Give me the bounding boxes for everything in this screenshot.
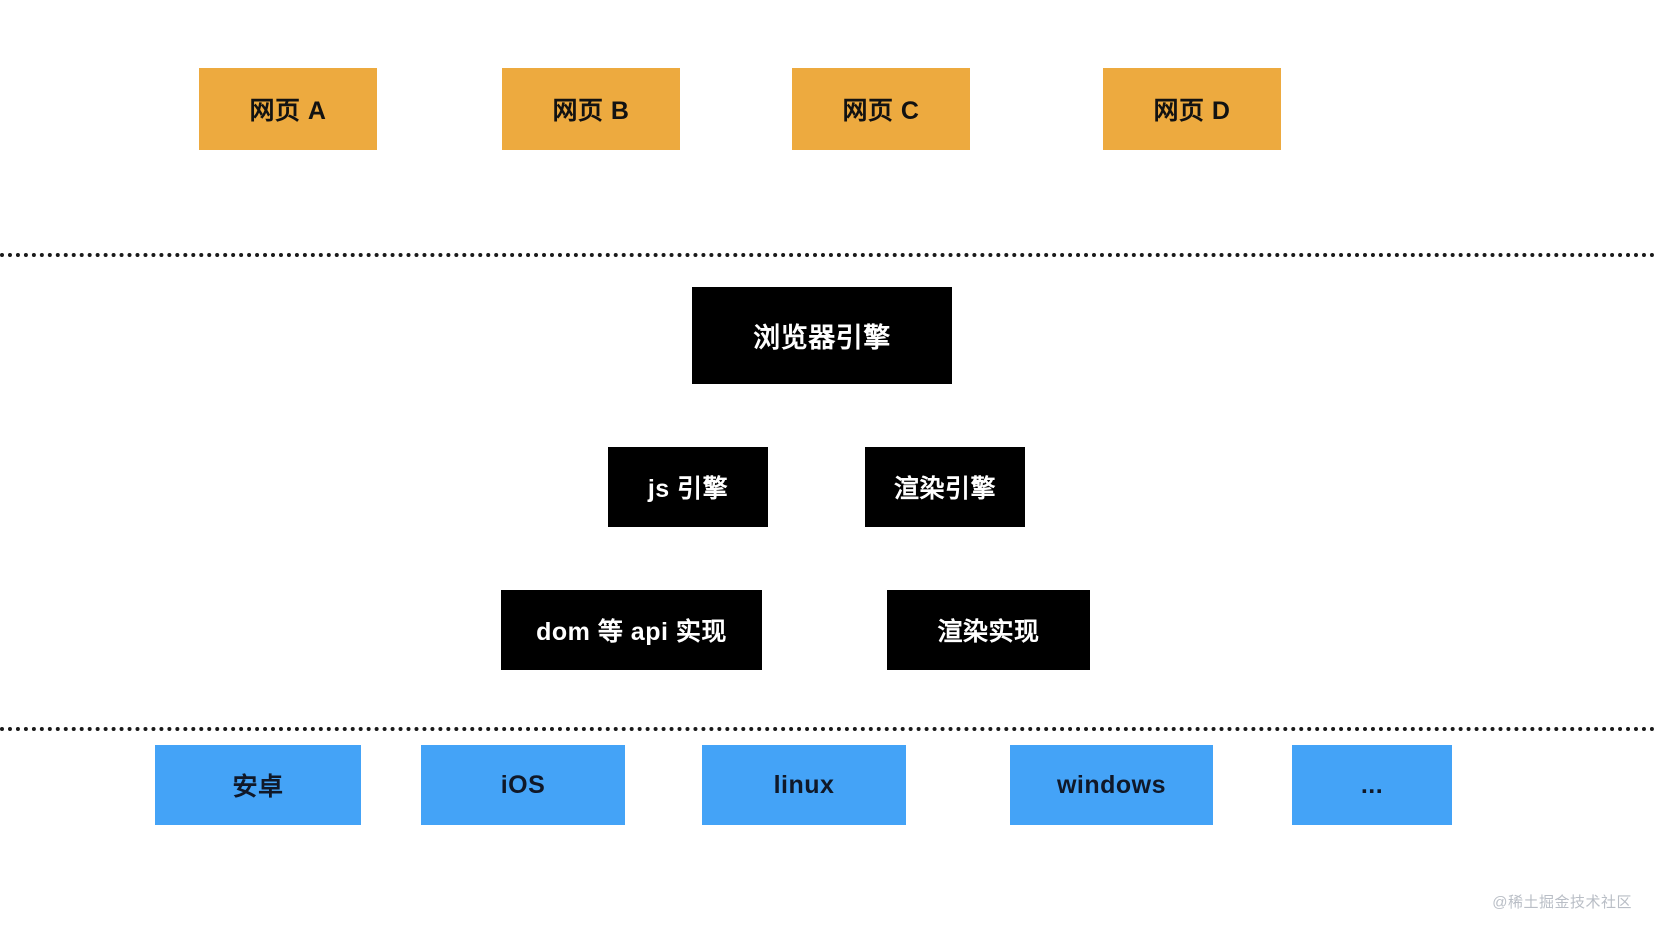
page-box-b: 网页 B: [502, 68, 680, 150]
os-box-ios-label: iOS: [500, 770, 546, 799]
os-box-android-label: 安卓: [232, 773, 284, 801]
os-box-ios: iOS: [421, 745, 625, 825]
page-box-c-label: 网页 C: [842, 97, 920, 125]
os-box-windows-label: windows: [1056, 770, 1167, 799]
pages-engine-divider: [0, 253, 1656, 257]
page-box-a-label: 网页 A: [249, 97, 327, 125]
render-impl-label: 渲染实现: [937, 618, 1040, 646]
js-engine-label: js 引擎: [647, 475, 729, 503]
os-box-more-label: ...: [1360, 770, 1384, 799]
page-box-d: 网页 D: [1103, 68, 1281, 150]
js-engine-box: js 引擎: [608, 447, 768, 527]
dom-api-impl-box: dom 等 api 实现: [501, 590, 762, 670]
engine-os-divider: [0, 727, 1656, 731]
os-box-linux: linux: [702, 745, 906, 825]
os-box-linux-label: linux: [773, 770, 835, 799]
page-box-b-label: 网页 B: [552, 97, 630, 125]
browser-engine-label: 浏览器引擎: [753, 323, 891, 353]
render-engine-box: 渲染引擎: [865, 447, 1025, 527]
os-box-more: ...: [1292, 745, 1452, 825]
page-box-c: 网页 C: [792, 68, 970, 150]
watermark: @稀土掘金技术社区: [1492, 894, 1632, 911]
os-box-windows: windows: [1010, 745, 1213, 825]
render-engine-label: 渲染引擎: [893, 475, 996, 503]
page-box-a: 网页 A: [199, 68, 377, 150]
browser-engine-box: 浏览器引擎: [692, 287, 952, 384]
os-box-android: 安卓: [155, 745, 361, 825]
page-box-d-label: 网页 D: [1153, 97, 1231, 125]
render-impl-box: 渲染实现: [887, 590, 1090, 670]
dom-api-impl-label: dom 等 api 实现: [536, 618, 727, 646]
